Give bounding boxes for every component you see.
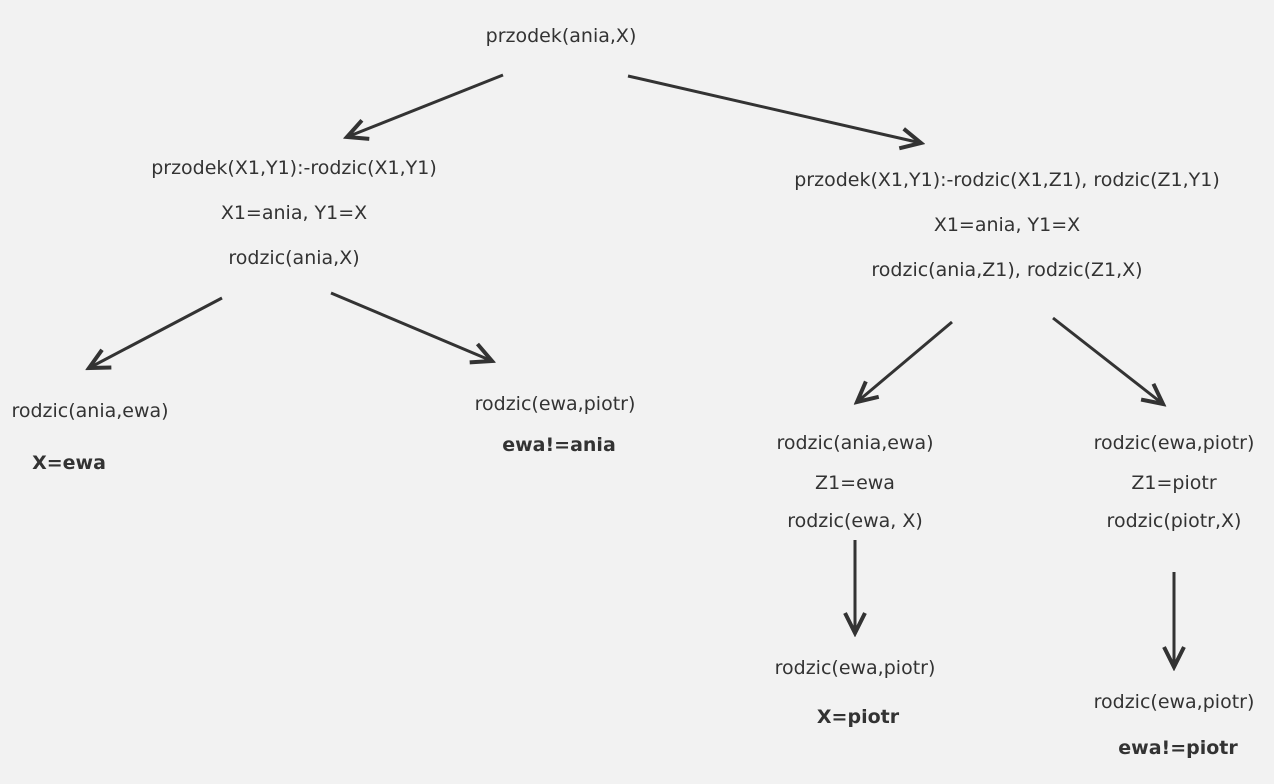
left-branch-node: przodek(X1,Y1):-rodzic(X1,Y1) X1=ania, Y… <box>151 146 437 281</box>
right-left-child-fact: rodzic(ewa,piotr) <box>774 657 936 679</box>
right-left-node: rodzic(ania,ewa) Z1=ewa rodzic(ewa, X) <box>776 423 933 539</box>
right-binding: X1=ania, Y1=X <box>933 214 1081 236</box>
right-right-fact: rodzic(ewa,piotr) <box>1093 432 1255 454</box>
right-left-goal: rodzic(ewa, X) <box>787 510 923 532</box>
right-right-binding: Z1=piotr <box>1131 472 1217 494</box>
left-binding: X1=ania, Y1=X <box>220 202 368 224</box>
right-branch-node: przodek(X1,Y1):-rodzic(X1,Z1), rodzic(Z1… <box>794 158 1220 293</box>
left-right-result-node: ewa!=ania <box>502 423 616 468</box>
right-left-result: X=piotr <box>816 706 900 728</box>
root-node: przodek(ania,X) <box>486 14 637 59</box>
right-right-goal: rodzic(piotr,X) <box>1106 510 1242 532</box>
arrow-root-to-left <box>347 73 504 137</box>
left-left-leaf: rodzic(ania,ewa) <box>11 389 168 434</box>
left-left-result-node: X=ewa <box>32 441 106 486</box>
left-rule: przodek(X1,Y1):-rodzic(X1,Y1) <box>151 157 437 179</box>
right-goal: rodzic(ania,Z1), rodzic(Z1,X) <box>871 259 1143 281</box>
right-left-fact: rodzic(ania,ewa) <box>776 432 934 454</box>
right-left-result-node: X=piotr <box>817 695 899 740</box>
right-right-result: ewa!=piotr <box>1118 737 1238 759</box>
right-left-binding: Z1=ewa <box>815 472 895 494</box>
arrow-left-to-left-right <box>330 291 492 361</box>
arrow-right-to-right-left <box>857 320 953 402</box>
left-left-result: X=ewa <box>32 452 106 474</box>
left-right-result: ewa!=ania <box>502 434 616 456</box>
right-right-child-node: rodzic(ewa,piotr) <box>1094 680 1255 725</box>
right-left-child-node: rodzic(ewa,piotr) <box>775 646 936 691</box>
left-left-fact: rodzic(ania,ewa) <box>11 400 169 422</box>
right-right-child-fact: rodzic(ewa,piotr) <box>1093 691 1255 713</box>
arrow-right-to-right-right <box>1052 316 1163 404</box>
arrow-root-to-right <box>627 74 921 143</box>
right-right-result-node: ewa!=piotr <box>1118 726 1237 771</box>
left-right-leaf: rodzic(ewa,piotr) <box>475 382 636 427</box>
right-rule: przodek(X1,Y1):-rodzic(X1,Z1), rodzic(Z1… <box>794 169 1220 191</box>
right-right-node: rodzic(ewa,piotr) Z1=piotr rodzic(piotr,… <box>1094 423 1255 539</box>
arrow-left-to-left-left <box>89 296 223 368</box>
root-goal: przodek(ania,X) <box>485 25 637 47</box>
left-right-fact: rodzic(ewa,piotr) <box>474 393 636 415</box>
left-goal: rodzic(ania,X) <box>228 247 360 269</box>
